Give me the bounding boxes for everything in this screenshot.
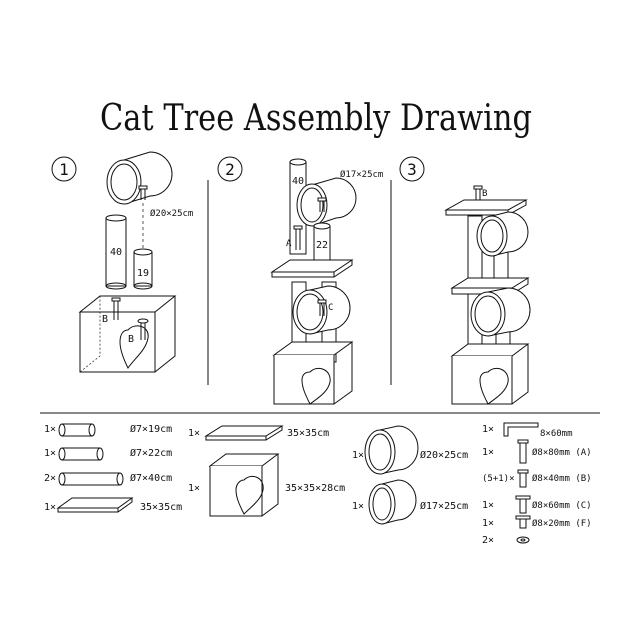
part-tube-17-qty: 1× — [352, 501, 364, 512]
hardware-washer-qty: 2× — [482, 535, 494, 546]
hardware-washer: 2× — [482, 535, 530, 546]
step-2-marker: 2 — [217, 156, 243, 182]
step2-pole-22-label: 22 — [316, 240, 328, 251]
part-box-size: 35×35×28cm — [285, 483, 345, 494]
hardware-screw-a-qty: 1× — [482, 447, 494, 458]
hardware-screw-c-size: Ø8×60mm (C) — [532, 500, 592, 511]
part-box-qty: 1× — [188, 483, 200, 494]
step-1-marker: 1 — [51, 156, 77, 182]
part-tube-17: 1× Ø17×25cm — [352, 479, 468, 525]
step3-label-b: B — [482, 189, 487, 199]
step1-label-b1: B — [102, 314, 108, 325]
part-board-2-size: 35×35cm — [287, 428, 329, 439]
hardware-screw-b-size: Ø8×40mm (B) — [532, 473, 592, 484]
part-pole-19-qty: 1× — [44, 424, 56, 435]
step2-pole-40-label: 40 — [292, 176, 304, 187]
step2-pole-22 — [313, 222, 331, 263]
step1-screw-b2 — [137, 318, 149, 340]
part-board-1: 1× 35×35cm — [44, 497, 182, 513]
hardware-wrench-qty: 1× — [482, 424, 494, 435]
step1-box — [78, 295, 177, 373]
step2-label-c: C — [328, 303, 333, 313]
part-board-1-size: 35×35cm — [140, 502, 182, 513]
part-pole-19-size: Ø7×19cm — [130, 423, 172, 435]
part-pole-22-qty: 1× — [44, 448, 56, 459]
hardware-wrench-size: 8×60mm — [540, 429, 573, 439]
part-board-2: 1× 35×35cm — [188, 425, 329, 441]
step3-lower-tube — [470, 287, 531, 337]
step1-pole-19 — [133, 248, 153, 290]
part-pole-40-qty: 2× — [44, 473, 56, 484]
step2-box — [272, 341, 354, 405]
part-pole-22-size: Ø7×22cm — [130, 447, 172, 459]
hardware-screw-f-qty: 1× — [482, 518, 494, 529]
step2-tube-size: Ø17×25cm — [340, 169, 383, 180]
part-tube-17-size: Ø17×25cm — [420, 500, 468, 512]
step2-tube — [296, 177, 357, 227]
hardware-screw-b-qty: (5+1)× — [482, 474, 515, 484]
part-pole-22: 1× Ø7×22cm — [44, 447, 172, 461]
hardware-screw-a: 1× Ø8×80mm (A) — [482, 439, 592, 464]
part-pole-19: 1× Ø7×19cm — [44, 423, 172, 437]
step-3-number: 3 — [407, 160, 417, 179]
part-tube-20-size: Ø20×25cm — [420, 449, 468, 461]
step-2-drawing: 40 Ø17×25cm 22 A — [270, 158, 383, 405]
step3-upper-tube — [476, 211, 529, 257]
step3-screw-b — [473, 185, 483, 200]
part-box: 1× 35×35×28cm — [188, 453, 345, 517]
step1-pole-40 — [105, 214, 127, 290]
step3-box — [450, 343, 530, 405]
step1-label-b2: B — [128, 334, 134, 345]
step1-pole-40-label: 40 — [110, 247, 122, 258]
hardware-screw-a-size: Ø8×80mm (A) — [532, 447, 592, 458]
part-board-2-qty: 1× — [188, 428, 200, 439]
part-tube-20-qty: 1× — [352, 450, 364, 461]
hardware-screw-f-size: Ø8×20mm (F) — [532, 518, 592, 529]
step-3-marker: 3 — [399, 156, 425, 182]
step1-tube — [106, 151, 173, 205]
step-3-drawing: B — [444, 185, 531, 405]
part-pole-40-size: Ø7×40cm — [130, 472, 172, 484]
hardware-wrench: 1× 8×60mm — [482, 422, 573, 439]
step-2-number: 2 — [225, 160, 235, 179]
step1-screw-b1 — [111, 297, 121, 320]
step1-pole-19-label: 19 — [137, 268, 149, 279]
part-board-1-qty: 1× — [44, 502, 56, 513]
hardware-screw-c-qty: 1× — [482, 500, 494, 511]
step1-tube-size: Ø20×25cm — [150, 208, 193, 219]
part-tube-20: 1× Ø20×25cm — [352, 425, 468, 475]
hardware-screw-f: 1× Ø8×20mm (F) — [482, 515, 592, 529]
part-pole-40: 2× Ø7×40cm — [44, 472, 172, 486]
page-title: Cat Tree Assembly Drawing — [100, 98, 532, 139]
step2-screw-a — [293, 225, 303, 250]
step3-top-board — [444, 199, 528, 216]
hardware-screw-c: 1× Ø8×60mm (C) — [482, 495, 592, 514]
hardware-screw-b: (5+1)× Ø8×40mm (B) — [482, 469, 592, 488]
washer-icon — [516, 536, 530, 544]
step-1-number: 1 — [59, 160, 69, 179]
step2-board — [270, 259, 354, 278]
step2-label-a: A — [286, 239, 292, 249]
step-1-drawing: Ø20×25cm 40 19 — [78, 151, 193, 373]
